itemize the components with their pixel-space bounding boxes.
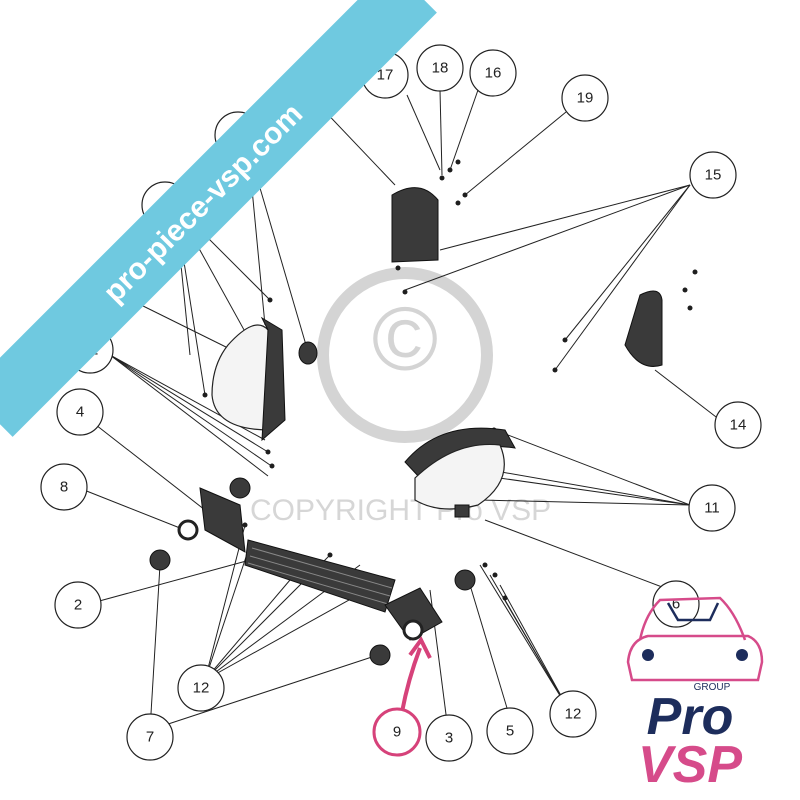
part-2-center-grille — [244, 539, 396, 613]
callout-3: 3 — [425, 714, 473, 762]
leader-15a — [439, 184, 691, 251]
leader-11b2 — [489, 469, 691, 506]
leader-12a2 — [109, 354, 269, 453]
callout-8: 8 — [40, 463, 88, 511]
callout-2: 2 — [54, 581, 102, 629]
svg-text:17: 17 — [377, 67, 394, 84]
callout-19: 19 — [561, 74, 609, 122]
leader-7a — [149, 564, 161, 731]
part-3-fog-grille-right — [384, 587, 443, 641]
svg-text:3: 3 — [445, 730, 453, 747]
svg-text:7: 7 — [146, 729, 154, 746]
leader-7b — [149, 654, 379, 731]
leader-12b2 — [204, 544, 251, 681]
banner-text: pro-piece-vsp.com — [97, 97, 309, 309]
copyright-symbol: © — [372, 290, 438, 390]
banner-band — [0, 0, 437, 437]
highlight-arrow-9 — [400, 636, 432, 713]
leader-5 — [469, 584, 511, 719]
leader-15c — [564, 184, 691, 341]
part-8-fog-ring — [177, 519, 199, 541]
svg-text:4: 4 — [76, 404, 84, 421]
callout-16: 16 — [469, 49, 517, 97]
part-9-fog-ring — [402, 619, 424, 641]
callout-9: 9 — [372, 707, 422, 757]
leader-11b3 — [479, 499, 691, 506]
svg-text:14: 14 — [730, 417, 747, 434]
leader-18 — [439, 89, 443, 176]
svg-text:8: 8 — [60, 479, 68, 496]
leader-14 — [654, 369, 721, 421]
part-5-fog-bulb-right — [454, 569, 476, 591]
leader-12c3 — [499, 584, 571, 713]
part-14-cover — [624, 290, 663, 367]
callout-15: 15 — [689, 151, 737, 199]
part-5-fog-bulb-upper — [229, 477, 251, 499]
brand-logo: GROUP Pro VSP — [626, 596, 764, 794]
callout-18: 18 — [416, 44, 464, 92]
leader-12c4 — [504, 599, 571, 713]
leader-1 — [134, 301, 233, 351]
svg-text:19: 19 — [577, 90, 594, 107]
part-6-headlamp-right — [404, 427, 516, 518]
part-1-headlamp-left — [211, 316, 286, 442]
part-10-bulb-holder — [298, 341, 318, 365]
leader-6 — [484, 519, 671, 591]
leader-12a3 — [109, 354, 271, 466]
copyright-watermark: © COPYRIGHT Pro VSP — [250, 267, 551, 527]
svg-text:18: 18 — [432, 60, 449, 77]
copyright-text: COPYRIGHT Pro VSP — [250, 494, 551, 527]
part-13-housing — [391, 187, 439, 263]
leader-16 — [449, 89, 479, 171]
leader-12a4 — [109, 354, 269, 477]
leader-11b1 — [494, 429, 691, 506]
callout-6: 6 — [652, 580, 700, 628]
leader-2 — [91, 559, 251, 604]
callout-5: 5 — [486, 707, 534, 755]
leader-15d — [554, 184, 691, 371]
part-4-fog-grille-left — [199, 487, 246, 553]
part-7-fog-bulb-left — [149, 549, 171, 571]
brand-group-label: GROUP — [694, 682, 731, 693]
copyright-ring — [317, 267, 493, 443]
callout-12-bottom: 12 — [177, 664, 225, 712]
callout-14: 14 — [714, 401, 762, 449]
leader-19 — [464, 111, 567, 196]
callout-7: 7 — [126, 713, 174, 761]
svg-text:12: 12 — [565, 706, 582, 723]
leader-4 — [95, 424, 206, 511]
part-7-fog-bulb-lower — [369, 644, 391, 666]
callout-12-right: 12 — [549, 690, 597, 738]
leader-17 — [406, 94, 441, 171]
svg-text:6: 6 — [672, 596, 680, 613]
leader-15b — [404, 184, 691, 291]
svg-text:16: 16 — [485, 65, 502, 82]
brand-logo-pro: Pro — [647, 688, 734, 746]
callout-4: 4 — [56, 388, 104, 436]
leader-12c1 — [479, 564, 571, 713]
leader-12b1 — [204, 524, 246, 681]
svg-text:15: 15 — [705, 167, 722, 184]
svg-text:12: 12 — [193, 680, 210, 697]
leader-12b3 — [204, 579, 291, 681]
leader-8 — [83, 489, 186, 531]
callout-11-right: 11 — [688, 484, 736, 532]
svg-text:2: 2 — [74, 597, 82, 614]
brand-logo-vsp: VSP — [638, 736, 742, 794]
svg-text:9: 9 — [393, 724, 401, 741]
svg-text:5: 5 — [506, 723, 514, 740]
car-outline-icon — [626, 596, 764, 682]
svg-text:11: 11 — [704, 500, 720, 517]
